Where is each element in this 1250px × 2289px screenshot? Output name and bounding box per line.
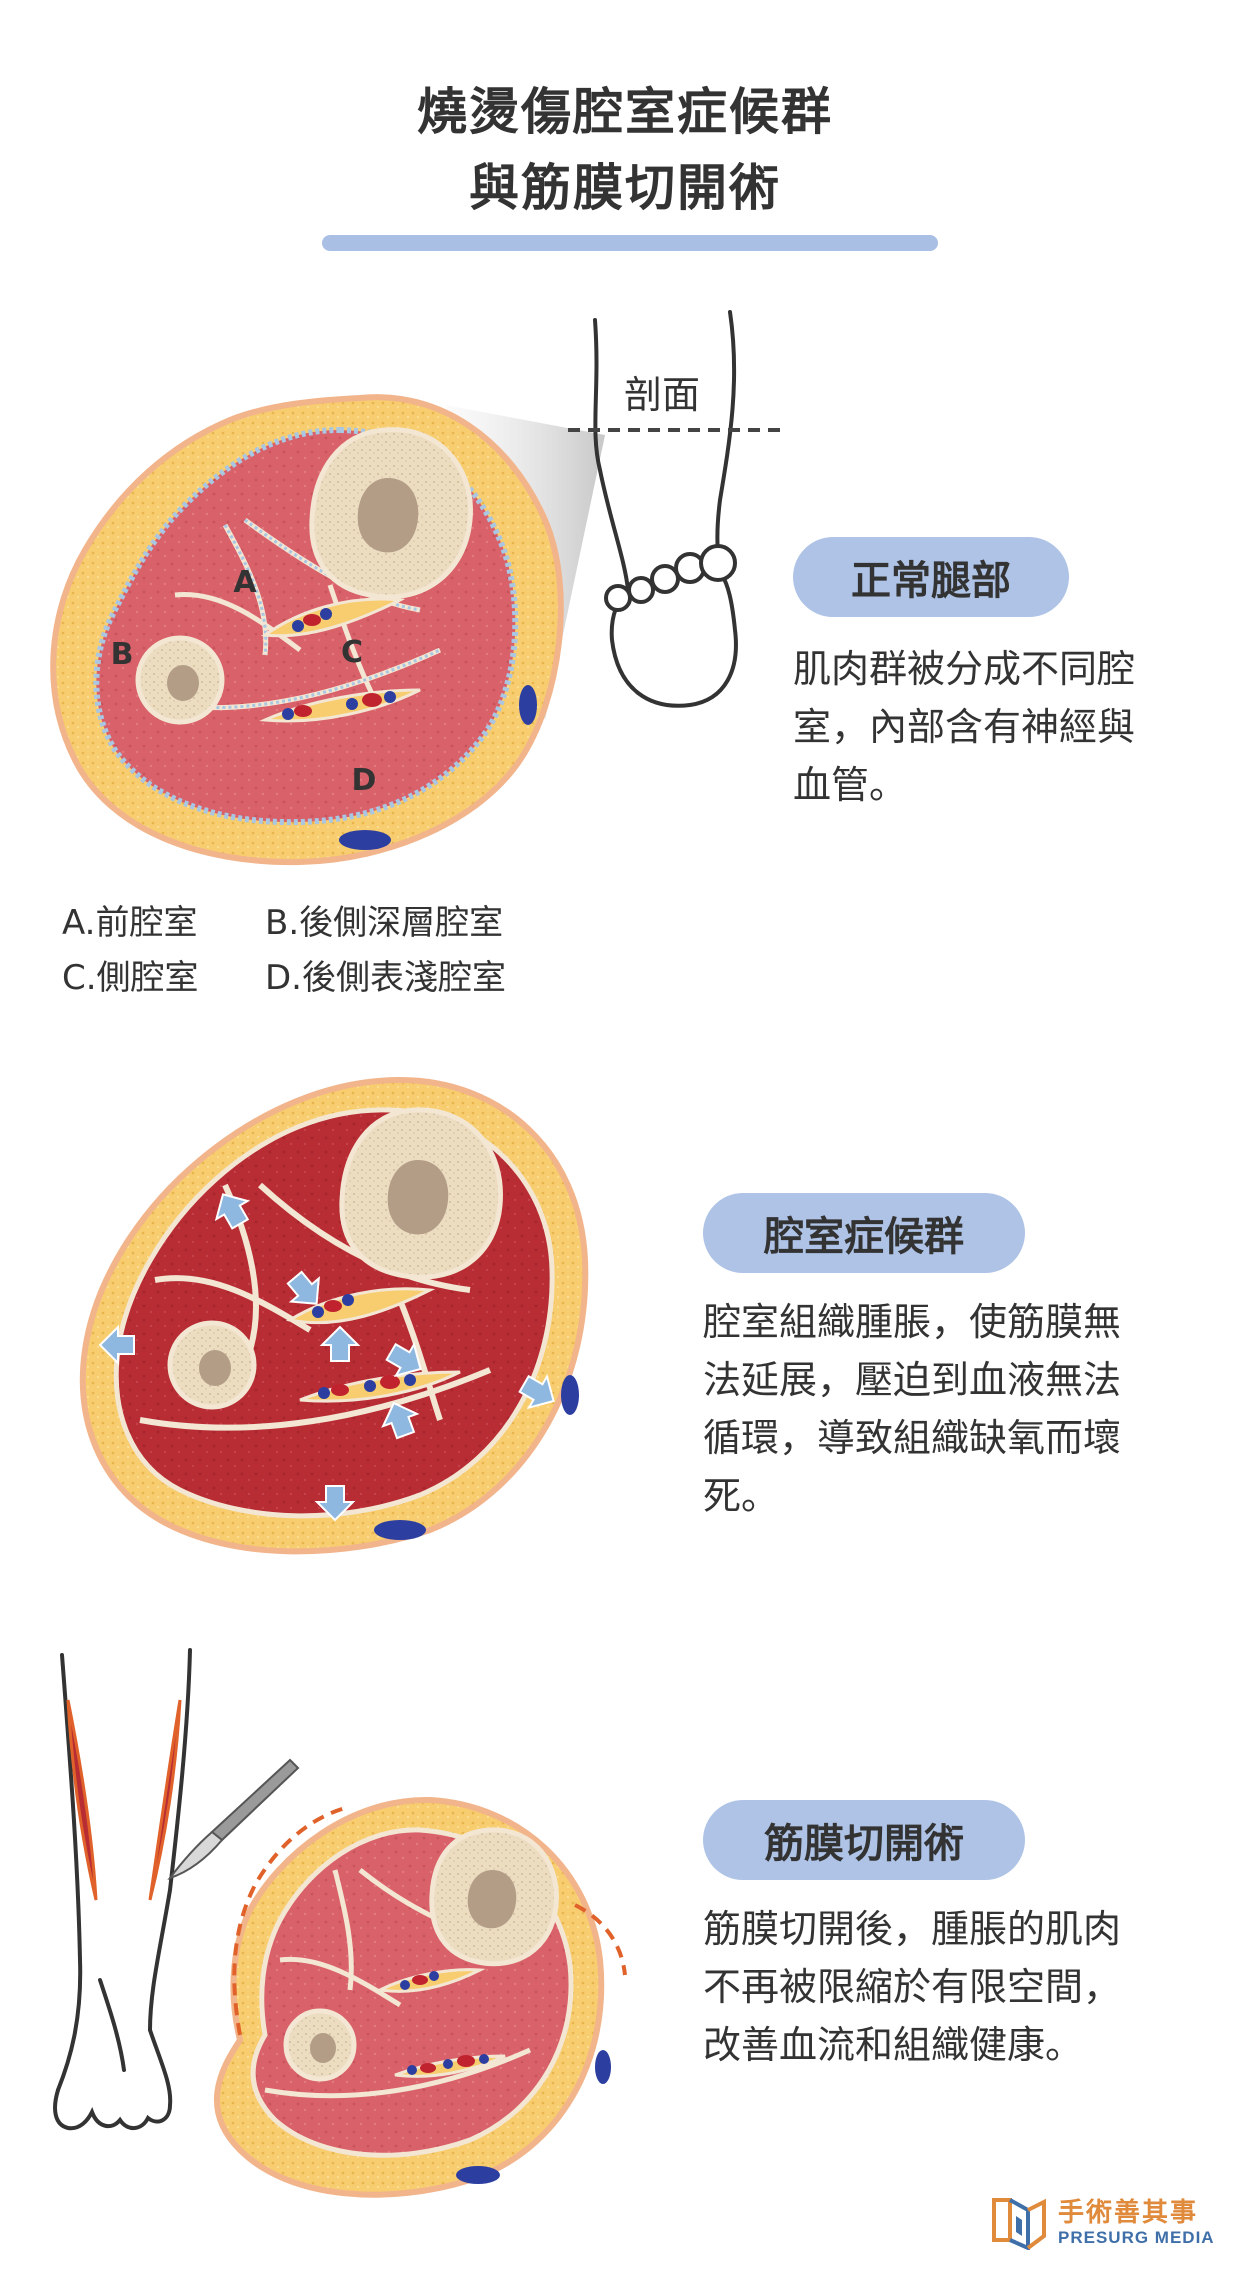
tibia-marrow [387, 1160, 449, 1235]
description-fasciotomy: 筋膜切開後，腫脹的肌肉 不再被限縮於有限空間， 改善血流和組織健康。 [703, 1907, 1122, 2067]
saphenous-vein [339, 830, 391, 850]
tibia-marrow [467, 1870, 517, 1929]
description-compartment-syndrome: 腔室組織腫脹，使筋膜無 法延展，壓迫到血液無法 循環，導致組織缺氧而壞 死。 [703, 1300, 1122, 1518]
page-title-line-1: 燒燙傷腔室症候群 [417, 83, 833, 141]
incision-right-icon [148, 1699, 182, 1901]
compartment-label-b: B [111, 637, 134, 672]
fibula-marrow [199, 1350, 231, 1386]
legend-item-a: A.前腔室 [62, 903, 198, 943]
syndrome-cross-section [79, 1076, 589, 1555]
normal-cross-section: A B C D [50, 394, 564, 866]
title-underline-bar [322, 235, 938, 251]
description-normal-leg: 肌肉群被分成不同腔 室，內部含有神經與 血管。 [793, 647, 1136, 807]
incision-line-lateral [232, 1806, 346, 2036]
leg-outline-icon [593, 310, 738, 708]
saphenous-vein [374, 1520, 426, 1540]
logo-name-en: PRESURG MEDIA [1058, 2228, 1215, 2247]
superficial-vein [519, 685, 537, 725]
legs-incision-icon [53, 1648, 192, 2131]
page-title-line-2: 與筋膜切開術 [469, 159, 781, 217]
incision-left-icon [66, 1699, 98, 1901]
scalpel-icon [167, 1758, 300, 1880]
pill-compartment-syndrome: 腔室症候群 [703, 1193, 1025, 1273]
normal-leg-section: 剖面 [50, 310, 780, 866]
fibula-marrow [167, 665, 199, 701]
tibia-marrow [357, 478, 419, 553]
fasciotomy-section [53, 1648, 627, 2198]
legend-item-d: D.後側表淺腔室 [265, 958, 506, 998]
compartment-label-c: C [341, 635, 363, 670]
incision-line-medial [574, 1903, 627, 1976]
presurg-logo-icon [992, 2198, 1046, 2250]
pill-normal-leg: 正常腿部 [793, 537, 1069, 617]
compartment-label-a: A [233, 565, 257, 600]
pill-fasciotomy: 筋膜切開術 [703, 1800, 1025, 1880]
superficial-vein [595, 2050, 611, 2084]
cut-label: 剖面 [624, 373, 700, 417]
legend-item-c: C.側腔室 [62, 958, 199, 998]
saphenous-vein [456, 2166, 500, 2184]
legend-item-b: B.後側深層腔室 [265, 903, 504, 943]
logo-name-cn: 手術善其事 [1058, 2198, 1199, 2228]
fibula-marrow [310, 2033, 336, 2063]
compartment-label-d: D [352, 763, 377, 798]
superficial-vein [561, 1375, 579, 1415]
